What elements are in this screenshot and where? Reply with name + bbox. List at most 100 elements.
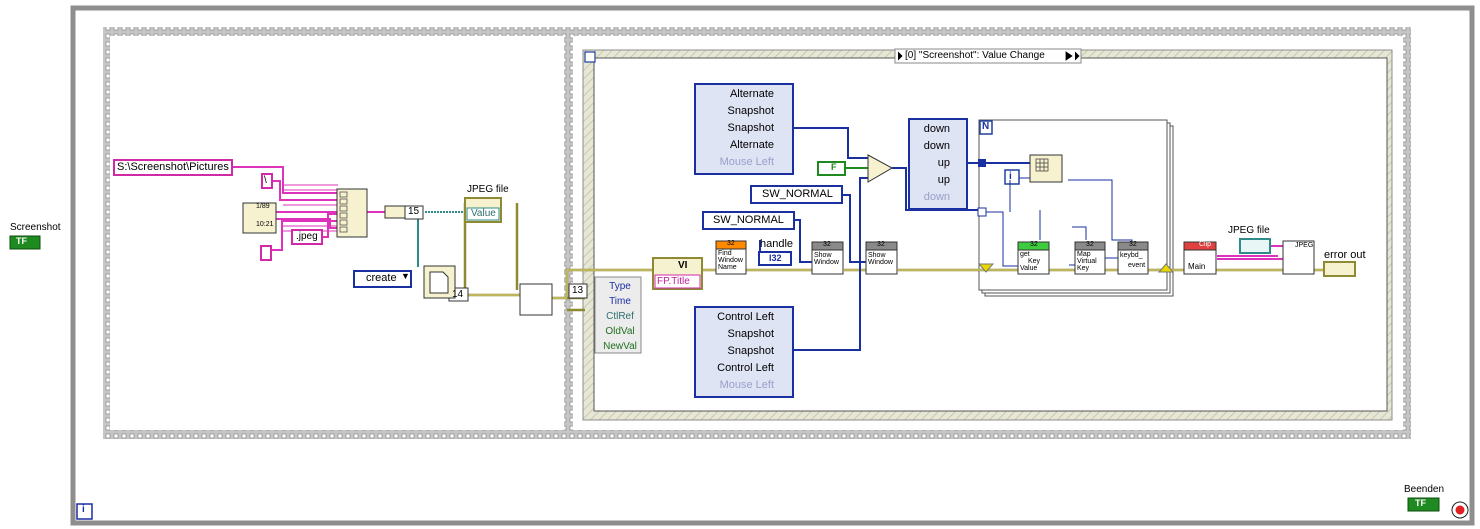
for-i-label: i (1009, 171, 1012, 182)
key-bottom-2[interactable]: Snapshot (727, 345, 774, 357)
keys-top-list: Alternate Snapshot Snapshot Alternate Mo… (698, 86, 790, 171)
num-14: 14 (452, 289, 464, 300)
event-selector[interactable] (894, 48, 1082, 64)
beenden-button[interactable] (1407, 497, 1440, 512)
screenshot-tf: TF (16, 236, 27, 246)
index-array-node[interactable] (1029, 154, 1063, 183)
updown-array[interactable] (908, 118, 968, 210)
num-15: 15 (408, 206, 420, 217)
sw-normal-2-box[interactable] (702, 211, 795, 230)
keys-top-array[interactable] (694, 83, 794, 175)
vi-ref-label: VI (678, 260, 688, 271)
event-field-oldval[interactable]: OldVal (605, 326, 635, 337)
string-to-path-node[interactable] (384, 205, 406, 219)
keys-bottom-list: Control Left Snapshot Snapshot Control L… (698, 309, 790, 394)
event-selector-arrows (897, 51, 1080, 61)
path-constant-box[interactable] (113, 159, 233, 176)
key-top-4[interactable]: Mouse Left (719, 156, 774, 168)
jpeg-ext-constant[interactable]: .jpeg (296, 231, 318, 242)
jpeg-file-left-label: JPEG file (467, 184, 509, 195)
fp-title-field (654, 274, 701, 289)
key-top-3[interactable]: Alternate (729, 139, 774, 151)
updown-4[interactable]: down (923, 191, 950, 203)
sw-normal-1[interactable]: SW_NORMAL (762, 188, 833, 200)
show-window-1-32: 32 (823, 241, 831, 248)
error-out-indicator (1323, 261, 1356, 277)
event-fields: Type Time CtlRef OldVal NewVal (600, 279, 640, 354)
value-field: Value (471, 208, 496, 219)
num-13-box (568, 283, 588, 299)
jpeg-ext-constant-box[interactable] (291, 229, 323, 245)
for-loop-n-box (979, 120, 993, 135)
fp-title-label: FP.Title (657, 276, 690, 287)
event-field-newval[interactable]: NewVal (603, 341, 637, 352)
write-jpeg-node[interactable] (1282, 240, 1315, 275)
tunnel-small (977, 207, 987, 217)
updown-2[interactable]: up (937, 157, 950, 169)
beenden-tf: TF (1415, 498, 1426, 508)
event-field-type[interactable]: Type (609, 281, 631, 292)
false-constant[interactable] (817, 161, 846, 176)
error-out-label: error out (1324, 249, 1366, 261)
while-loop-border[interactable] (70, 5, 1475, 526)
num-15-box (404, 205, 424, 220)
backslash-constant[interactable]: \ (264, 175, 267, 186)
key-bottom-1[interactable]: Snapshot (727, 328, 774, 340)
jpeg-file-right-ctrl[interactable] (1239, 238, 1271, 254)
event-field-time[interactable]: Time (609, 296, 631, 307)
shift-reg-right (1157, 263, 1175, 273)
empty-string-constant-box[interactable] (260, 245, 272, 261)
screenshot-button[interactable] (9, 235, 41, 250)
key-bottom-0[interactable]: Control Left (717, 311, 774, 323)
key-bottom-3[interactable]: Control Left (717, 362, 774, 374)
key-top-1[interactable]: Snapshot (727, 105, 774, 117)
map-key-32: 32 (1086, 241, 1094, 248)
get-key-32: 32 (1030, 241, 1038, 248)
merge-errors-node[interactable] (519, 283, 553, 316)
show-window-2-32: 32 (877, 241, 885, 248)
auto-index-tunnel (978, 159, 986, 167)
false-constant-text: F (831, 162, 837, 172)
sw-normal-1-box[interactable] (750, 185, 843, 204)
event-field-ctlref[interactable]: CtlRef (606, 311, 634, 322)
shift-reg-left (977, 263, 995, 273)
date-icon-b: 10:21 (256, 221, 274, 228)
updown-1[interactable]: down (923, 140, 950, 152)
value-field-box (466, 207, 500, 221)
loop-iteration-i (76, 503, 93, 520)
screenshot-label: Screenshot (10, 222, 61, 233)
num-13: 13 (572, 285, 584, 296)
key-top-2[interactable]: Snapshot (727, 122, 774, 134)
handle-label: handle (760, 238, 794, 250)
sw-normal-2[interactable]: SW_NORMAL (713, 214, 784, 226)
find-window-32: 32 (727, 240, 735, 247)
loop-i-text: i (82, 504, 85, 515)
updown-0[interactable]: down (923, 123, 950, 135)
write-jpeg-text: JPEG (1295, 242, 1314, 249)
event-data-node[interactable] (594, 276, 642, 354)
updown-3[interactable]: up (937, 174, 950, 186)
key-top-0[interactable]: Alternate (729, 88, 774, 100)
clip-main: Main (1188, 262, 1206, 271)
n-label: N (982, 121, 990, 132)
create-enum[interactable]: create (366, 272, 397, 284)
handle-i32: I32 (769, 253, 782, 263)
date-time-node[interactable] (242, 202, 277, 234)
event-case-label[interactable]: [0] "Screenshot": Value Change (905, 50, 1045, 61)
jpeg-file-right-label: JPEG file (1228, 225, 1270, 236)
updown-list: down down up up down (912, 121, 964, 206)
key-bottom-4[interactable]: Mouse Left (719, 379, 774, 391)
keybd-32: 32 (1129, 241, 1137, 248)
create-enum-box[interactable] (353, 270, 412, 288)
keybd-text: keybd_event (1120, 252, 1146, 269)
keys-bottom-array[interactable] (694, 306, 794, 398)
select-node[interactable] (867, 154, 894, 183)
backslash-constant-box[interactable] (261, 173, 273, 189)
path-constant[interactable]: S:\Screenshot\Pictures (117, 161, 229, 173)
create-enum-arrow: ▼ (401, 271, 410, 281)
